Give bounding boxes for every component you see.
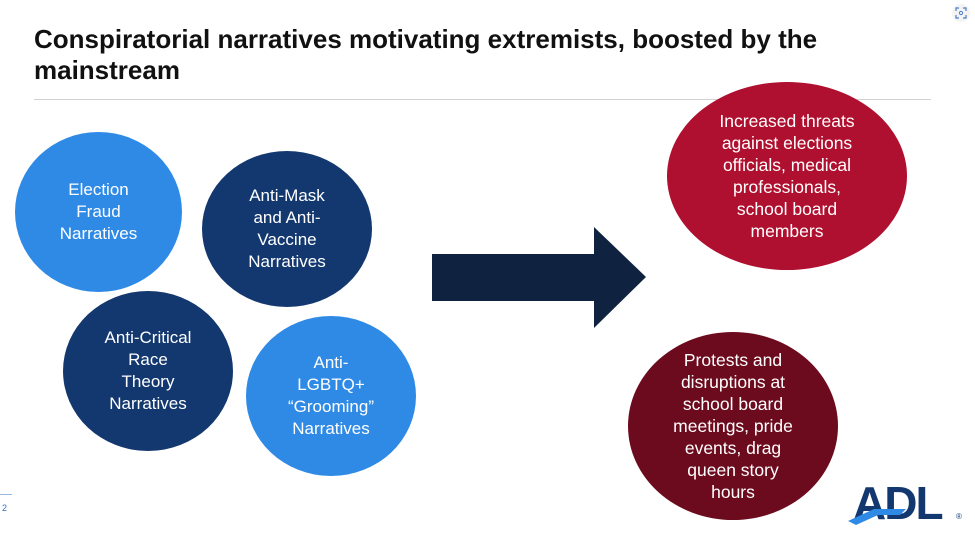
cause-circle-anti-lgbtq: Anti- LGBTQ+ “Grooming” Narratives — [246, 316, 416, 476]
title-divider — [34, 99, 931, 100]
page-number: 2 — [2, 503, 8, 513]
cause-label: Anti- LGBTQ+ “Grooming” Narratives — [288, 353, 374, 438]
cause-label: Anti-Critical Race Theory Narratives — [104, 328, 192, 413]
cause-label: Election Fraud Narratives — [59, 180, 138, 243]
effect-label: Protests and disruptions at school board… — [673, 350, 793, 502]
screen-capture-glyph-icon — [955, 7, 967, 19]
adl-logo: ADL — [853, 477, 944, 529]
effect-circle-protests: Protests and disruptions at school board… — [628, 332, 838, 520]
effect-label: Increased threats against elections offi… — [719, 111, 855, 241]
registered-mark: ® — [956, 512, 962, 521]
logo-swoosh-icon — [848, 509, 906, 525]
cause-circle-anti-crt: Anti-Critical Race Theory Narratives — [63, 291, 233, 451]
right-arrow-icon — [432, 227, 646, 328]
cause-circle-election-fraud: Election Fraud Narratives — [15, 132, 182, 292]
page-tick — [0, 494, 12, 495]
slide-title: Conspiratorial narratives motivating ext… — [34, 24, 818, 85]
screen-capture-icon[interactable] — [952, 4, 970, 22]
effect-circle-threats: Increased threats against elections offi… — [667, 82, 907, 270]
cause-circle-anti-mask-vaccine: Anti-Mask and Anti- Vaccine Narratives — [202, 151, 372, 307]
cause-label: Anti-Mask and Anti- Vaccine Narratives — [248, 186, 326, 271]
